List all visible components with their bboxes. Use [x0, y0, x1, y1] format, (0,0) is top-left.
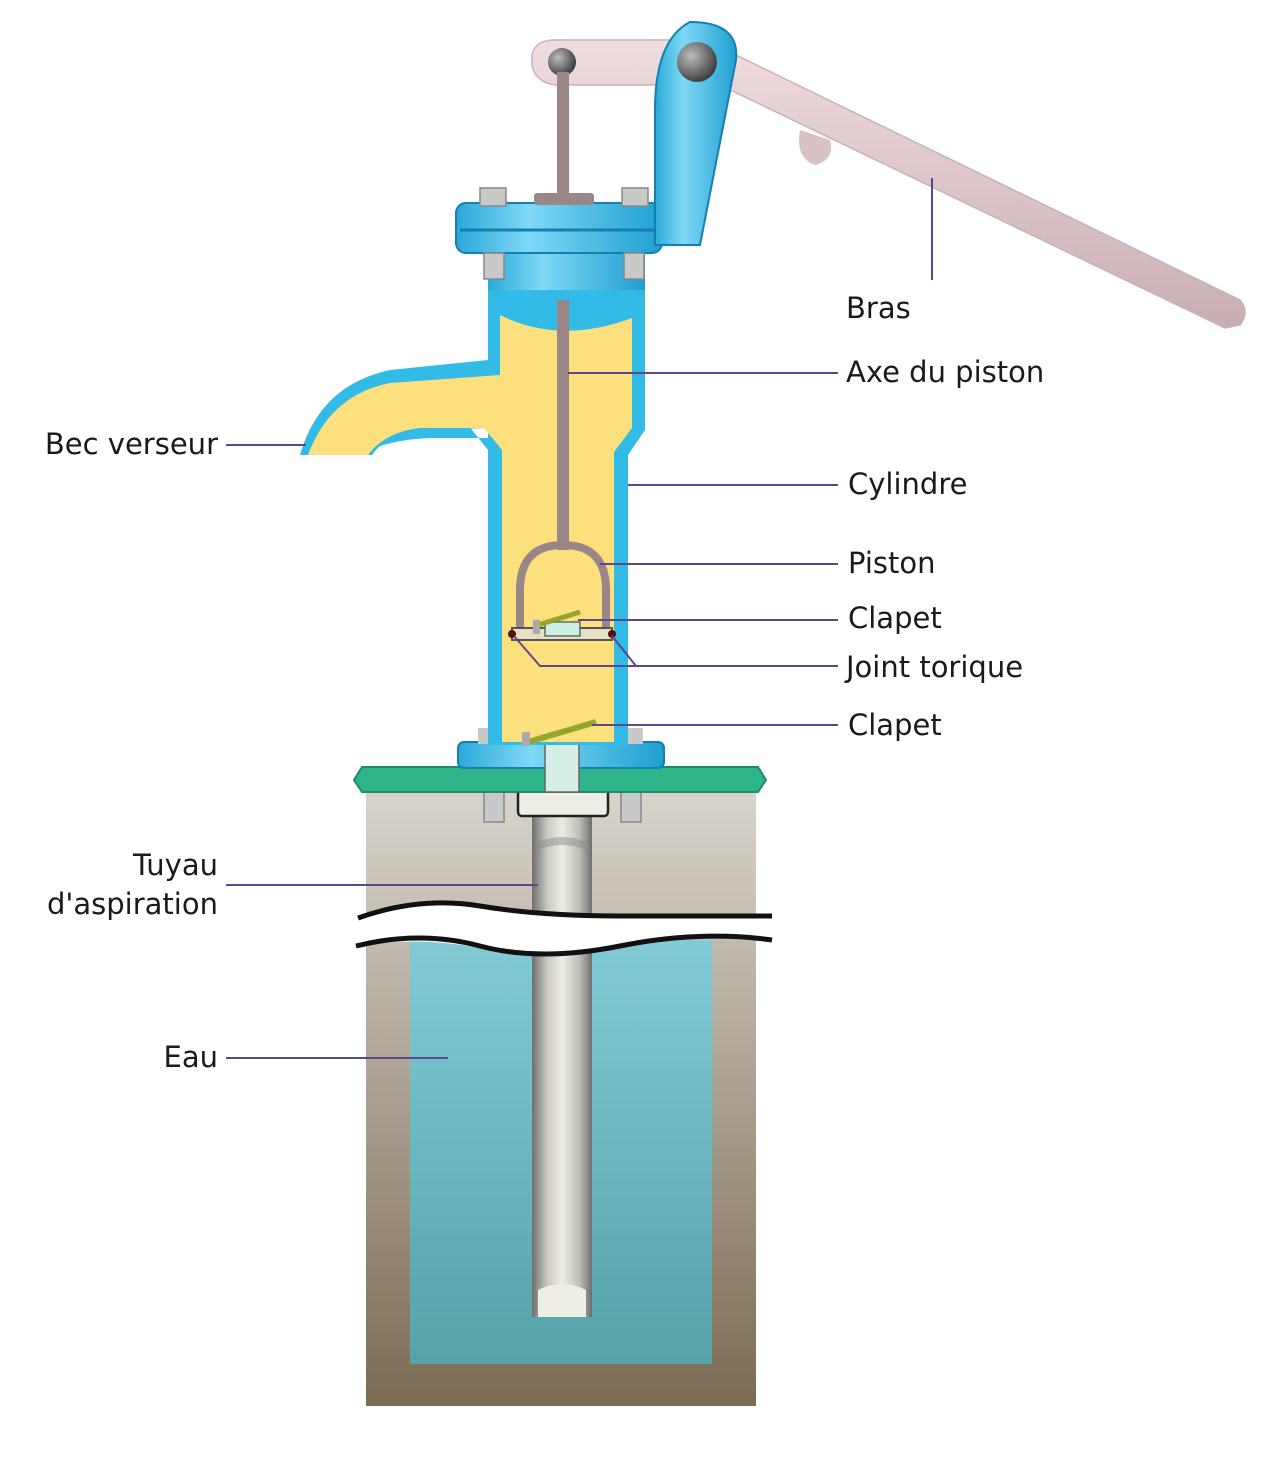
top-flange [455, 187, 663, 290]
label-cylindre: Cylindre [848, 467, 967, 501]
label-bras: Bras [846, 291, 911, 325]
label-clapet-pied: Clapet [848, 708, 942, 742]
label-tuyau-line2: d'aspiration [47, 887, 218, 921]
label-clapet-piston: Clapet [848, 601, 942, 635]
piston-rod [557, 300, 569, 550]
piston-valve [533, 609, 581, 634]
pipe-neck [544, 741, 580, 793]
cut-lines [355, 900, 773, 957]
cylinder-interior [308, 315, 632, 742]
foot-valve [522, 719, 597, 746]
leader-joint-right [611, 635, 637, 667]
label-eau: Eau [164, 1040, 218, 1074]
pipe-coupling [516, 788, 610, 818]
bottom-bolts [483, 789, 642, 823]
label-axe-du-piston: Axe du piston [846, 355, 1044, 389]
label-tuyau-line1: Tuyau [132, 848, 218, 882]
labels: Bras Axe du piston Bec verseur Cylindre … [45, 291, 1044, 1074]
label-piston: Piston [848, 546, 936, 580]
label-joint-torique: Joint torique [844, 650, 1023, 684]
suction-pipe [532, 812, 592, 1317]
leader-lines [226, 178, 933, 1059]
pump-handle [531, 20, 1246, 329]
leader-joint-left [513, 635, 838, 667]
label-bec-verseur: Bec verseur [45, 427, 218, 461]
